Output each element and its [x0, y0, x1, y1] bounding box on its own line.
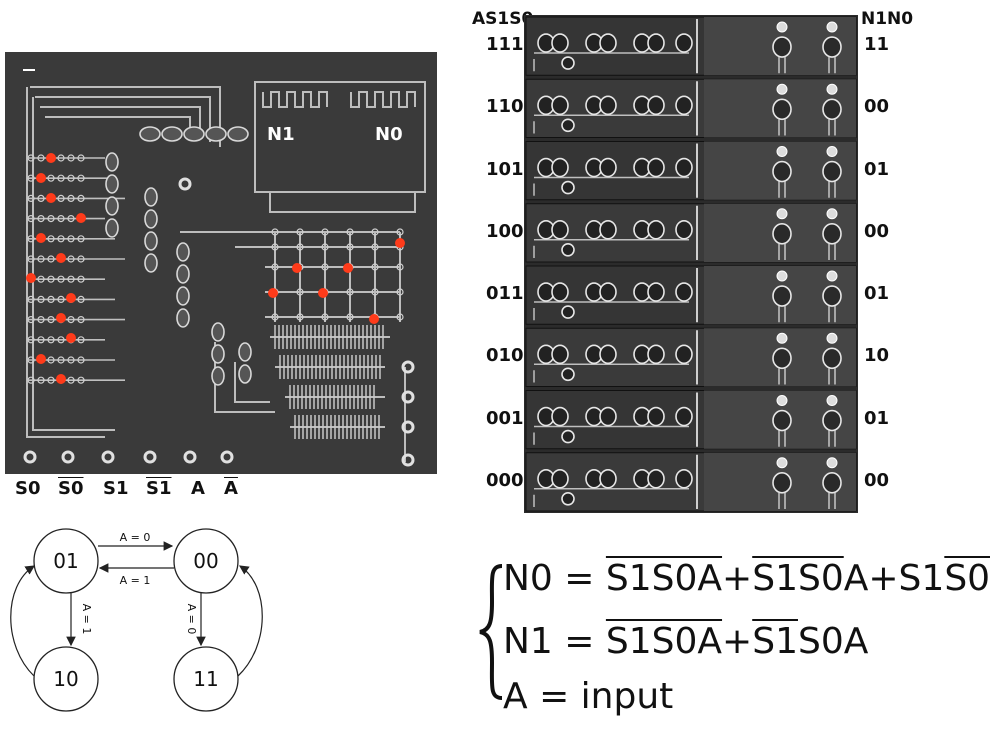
n1-term2-tail: S0A [797, 621, 869, 662]
input-label-s1: S1 [103, 478, 129, 499]
sequence-photo [524, 15, 858, 513]
transition-label-00-11: A = 0 [185, 604, 198, 635]
state-label-10: 10 [53, 667, 78, 691]
sequence-output-state: 00 [864, 469, 890, 491]
sequence-frame [525, 327, 857, 387]
sequence-output-state: 10 [864, 345, 890, 367]
n0-plus-2: + [868, 558, 899, 599]
sequence-input-state: 100 [486, 220, 524, 242]
n1-plus-1: + [722, 621, 753, 662]
n0-term3-head: S1 [898, 558, 945, 599]
sequence-frame [525, 141, 857, 201]
sequence-input-state: 000 [486, 469, 524, 491]
state-11-circle [173, 646, 239, 712]
sequence-input-state: 101 [486, 158, 524, 180]
n0-term1-bar: S1S0A [605, 558, 723, 599]
sequence-output-state: 01 [864, 407, 890, 429]
n0-plus-1: + [722, 558, 753, 599]
n0-term2-bar: S1S0 [752, 558, 844, 599]
sequence-input-state: 011 [486, 283, 524, 305]
equation-brace [476, 562, 506, 702]
sequence-svg [524, 15, 858, 513]
state-label-01: 01 [53, 549, 78, 573]
transition-label-00-01: A = 1 [120, 574, 151, 587]
equation-n0-lhs: N0 = [503, 558, 595, 599]
chip-photo: N1 N0 [5, 52, 437, 474]
sequence-output-state: 00 [864, 96, 890, 118]
chip-svg [5, 52, 437, 474]
transition-label-01-00: A = 0 [120, 531, 151, 544]
sequence-output-state: 00 [864, 220, 890, 242]
state-diagram-svg: 01 00 10 11 A = 0 A = 1 A = 1 A = 0 [10, 528, 263, 712]
n0-term3-bar: S0 [944, 558, 990, 599]
sequence-frame [525, 390, 857, 450]
state-01-circle [33, 528, 99, 594]
equation-n1-lhs: N1 = [503, 621, 595, 662]
sequence-frame [525, 16, 857, 76]
node-label-n0: N0 [375, 124, 403, 145]
equation-n1: N1 = S1S0A+S1S0A [503, 621, 868, 662]
sequence-output-state: 11 [864, 34, 890, 56]
sequence-frame [525, 452, 857, 512]
sequence-frame [525, 265, 857, 325]
node-label-n1: N1 [267, 124, 295, 145]
sequence-output-state: 01 [864, 283, 890, 305]
n1-term1-bar: S1S0A [605, 621, 723, 662]
sequence-right-header: N1N0 [861, 9, 914, 29]
input-label-a-bar: A [224, 478, 238, 499]
equation-a: A = input [503, 676, 674, 717]
sequence-input-state: 111 [486, 34, 524, 56]
state-label-00: 00 [193, 549, 218, 573]
sequence-input-state: 110 [486, 96, 524, 118]
sequence-output-state: 01 [864, 158, 890, 180]
sequence-frame [525, 203, 857, 263]
sequence-frame [525, 78, 857, 138]
state-diagram: 01 00 10 11 A = 0 A = 1 A = 1 A = 0 [8, 526, 278, 716]
sequence-left-header: AS1S0 [472, 9, 534, 29]
n1-term2-bar: S1 [752, 621, 798, 662]
state-00-circle [173, 528, 239, 594]
equation-n0: N0 = S1S0A+S1S0A+S1S0 [503, 558, 990, 599]
state-label-11: 11 [193, 667, 218, 691]
sequence-input-state: 010 [486, 345, 524, 367]
sequence-input-state: 001 [486, 407, 524, 429]
input-label-s1-bar: S1 [146, 478, 172, 499]
input-label-a: A [191, 478, 205, 499]
n0-term2-tail: A [843, 558, 869, 599]
transition-label-01-10: A = 1 [80, 604, 93, 635]
input-label-s0-bar: S0 [58, 478, 84, 499]
state-10-circle [33, 646, 99, 712]
input-label-s0: S0 [15, 478, 41, 499]
